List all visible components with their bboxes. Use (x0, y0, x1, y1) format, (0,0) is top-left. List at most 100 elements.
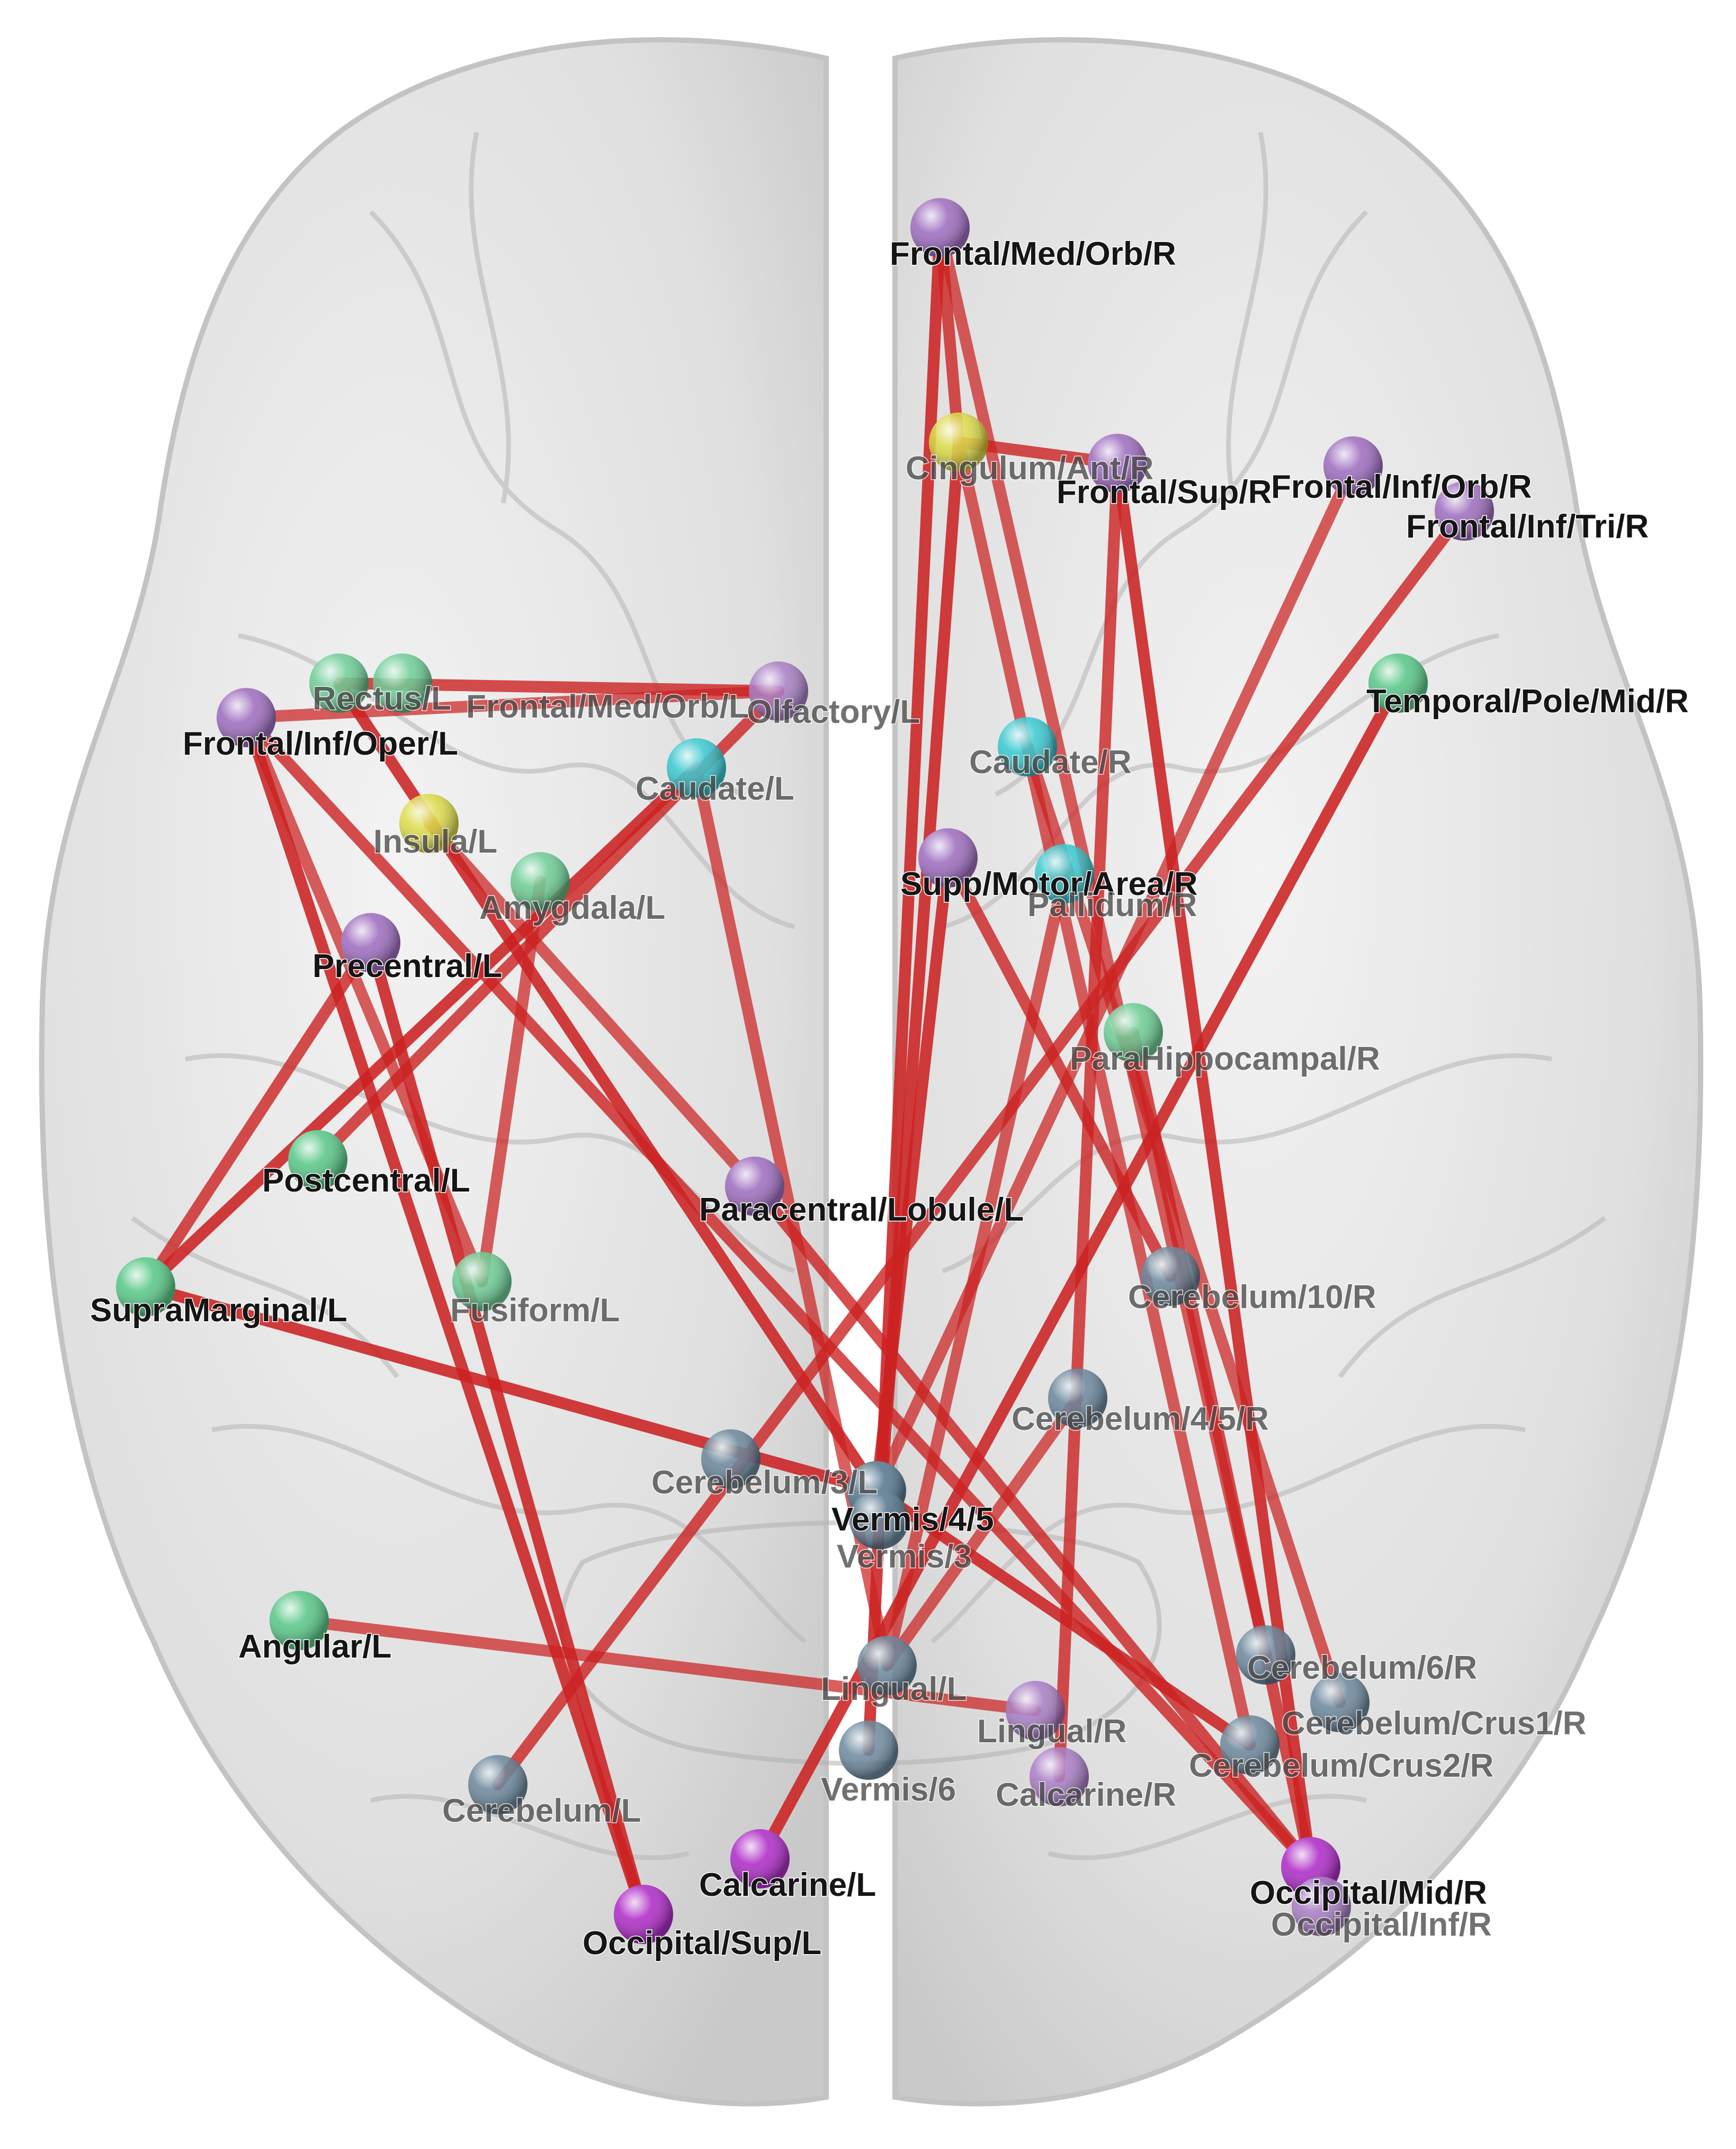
label-frontal_med_orb_l: Frontal/Med/Orb/L (466, 688, 749, 725)
label-cerebelum_45_r: Cerebelum/4/5/R (1012, 1401, 1269, 1437)
label-insula_l: Insula/L (373, 823, 497, 860)
edge-frontal_inf_oper_l-occipital_mid_r (240, 712, 1317, 1873)
label-fusiform_l: Fusiform/L (450, 1292, 620, 1329)
node-frontal_med_orb_r (910, 198, 970, 257)
node-supramarginal_l (116, 1257, 175, 1317)
node-frontal_inf_orb_r (1323, 436, 1383, 496)
edge-frontal_inf_tri_r-cerebelum_l (492, 505, 1470, 1790)
label-angular_l: Angular/L (238, 1628, 391, 1665)
node-temporal_pole_mid_r (1368, 653, 1428, 713)
label-occipital_sup_l: Occipital/Sup/L (583, 1925, 821, 1962)
edge-caudate_l-supramarginal_l (140, 762, 702, 1293)
node-frontal_sup_r (1088, 434, 1147, 493)
label-pallidum_r: Pallidum/R (1027, 887, 1197, 924)
node-calcarine_r (1030, 1747, 1089, 1806)
label-postcentral_l: Postcentral/L (262, 1162, 470, 1199)
label-cerebelum_6_r: Cerebelum/6/R (1247, 1650, 1477, 1686)
label-calcarine_l: Calcarine/L (699, 1867, 876, 1903)
label-occipital_inf_r: Occipital/Inf/R (1271, 1906, 1492, 1943)
node-vermis_6 (839, 1721, 898, 1780)
edge-precentral_l-supramarginal_l (140, 937, 377, 1293)
node-lingual_r (1006, 1681, 1065, 1740)
right-hemisphere (892, 37, 1704, 2107)
node-cerebelum_l (468, 1755, 527, 1814)
node-occipital_sup_l (614, 1885, 673, 1944)
region-labels: Frontal/Med/Orb/R Cingulum/Ant/RFrontal/S… (90, 235, 1690, 1963)
label-vermis_45: Vermis/4/5 (831, 1501, 994, 1538)
label-frontal_inf_tri_r: Frontal/Inf/Tri/R (1406, 508, 1649, 545)
node-cerebelum_crus2_r (1220, 1715, 1279, 1775)
label-vermis_6: Vermis/6 (821, 1771, 956, 1808)
label-lingual_l: Lingual/L (821, 1671, 967, 1707)
node-parahippocampal_r (1104, 1003, 1163, 1062)
node-caudate_l (667, 738, 726, 798)
label-frontal_inf_oper_l: Frontal/Inf/Oper/L (183, 726, 458, 762)
label-calcarine_r: Calcarine/R (996, 1777, 1176, 1813)
label-cerebelum_l: Cerebelum/L (442, 1793, 641, 1829)
label-vermis_3: Vermis/3 (837, 1538, 972, 1575)
edge-caudate_r-cerebelum_crus1_r (1022, 741, 1346, 1708)
edge-cingulum_ant_r-cerebelum_crus2_r (953, 436, 1256, 1751)
edge-parahippocampal_r-occipital_mid_r (1127, 1027, 1317, 1873)
node-postcentral_l (288, 1130, 347, 1189)
node-calcarine_l (730, 1829, 790, 1888)
label-occipital_mid_r: Occipital/Mid/R (1250, 1875, 1487, 1911)
label-lingual_r: Lingual/R (977, 1713, 1126, 1750)
edge-supp_motor_area_r-cerebelum_10_r (942, 852, 1176, 1282)
node-angular_l (270, 1591, 329, 1650)
node-olfactory_l (373, 653, 432, 713)
label-caudate_l: Caudate/L (636, 771, 794, 807)
edge-precentral_l-occipital_sup_l (365, 937, 649, 1920)
node-cerebelum_45_r (1048, 1368, 1107, 1428)
label-cerebelum_3_l: Cerebelum/3/L (651, 1464, 878, 1501)
edge-frontal_inf_oper_l-frontal_med_orb_l (240, 685, 784, 723)
edge-insula_l-paracentral_lobule_l (423, 818, 760, 1192)
node-insula_l (399, 794, 459, 853)
label-cerebelum_10_r: Cerebelum/10/R (1128, 1279, 1376, 1315)
edge-paracentral_lobule_l-occipital_mid_r (749, 1180, 1317, 1873)
label-parahippocampal_r: ParaHippocampal/R (1070, 1041, 1380, 1077)
edge-frontal_inf_oper_l-occipital_sup_l (240, 712, 649, 1920)
node-cerebelum_6_r (1236, 1625, 1295, 1685)
label-frontal_inf_orb_r: Frontal/Inf/Orb/R (1271, 469, 1532, 505)
edge-vermis_45-cerebelum_crus2_r (871, 1485, 1256, 1751)
node-pallidum_r (1035, 844, 1094, 903)
node-occipital_inf_r (1292, 1877, 1351, 1936)
edge-angular_l-lingual_r (293, 1615, 1041, 1716)
label-supp_motor_area_r: Supp/Motor/Area/R (900, 866, 1197, 902)
label-temporal_pole_mid_r: Temporal/Pole/Mid/R (1366, 683, 1689, 720)
edge-amygdala_l-fusiform_l (476, 876, 546, 1287)
left-hemisphere (39, 37, 829, 2107)
node-lingual_l (857, 1636, 917, 1695)
node-fusiform_l (452, 1252, 512, 1311)
node-cingulum_ant_r (929, 413, 988, 472)
node-cerebelum_crus1_r (1310, 1673, 1370, 1732)
node-caudate_r (998, 717, 1057, 776)
brain-surface (39, 37, 1704, 2107)
node-vermis_3 (849, 1490, 909, 1550)
node-amygdala_l (511, 852, 570, 911)
label-precentral_l: Precentral/L (312, 948, 502, 984)
label-supramarginal_l: SupraMarginal/L (90, 1292, 347, 1329)
node-frontal_med_orb_l (749, 661, 808, 721)
edge-cerebelum_45_r-lingual_l (881, 1392, 1084, 1671)
edge-pallidum_r-lingual_l (881, 868, 1070, 1671)
node-frontal_inf_tri_r (1435, 481, 1494, 541)
node-paracentral_lobule_l (725, 1157, 784, 1216)
node-cerebelum_3_l (701, 1429, 760, 1489)
node-rectus_l (309, 653, 369, 713)
label-cerebelum_crus2_r: Cerebelum/Crus2/R (1189, 1748, 1493, 1784)
node-supp_motor_area_r (918, 828, 978, 888)
region-nodes (116, 198, 1494, 1944)
label-rectus_l: Rectus/L (312, 680, 451, 717)
node-precentral_l (341, 913, 400, 972)
node-cerebelum_10_r (1141, 1247, 1200, 1306)
label-cerebelum_crus1_r: Cerebelum/Crus1/R (1282, 1705, 1586, 1742)
label-frontal_sup_r: Frontal/Sup/R (1057, 474, 1272, 511)
label-frontal_med_orb_r: Frontal/Med/Orb/R (890, 236, 1176, 272)
node-frontal_inf_oper_l (217, 688, 276, 747)
label-caudate_r: Caudate/R (969, 744, 1132, 781)
label-cingulum_ant_r: Cingulum/Ant/R (906, 450, 1153, 487)
label-paracentral_lobule_l: Paracentral/Lobule/L (699, 1192, 1024, 1228)
